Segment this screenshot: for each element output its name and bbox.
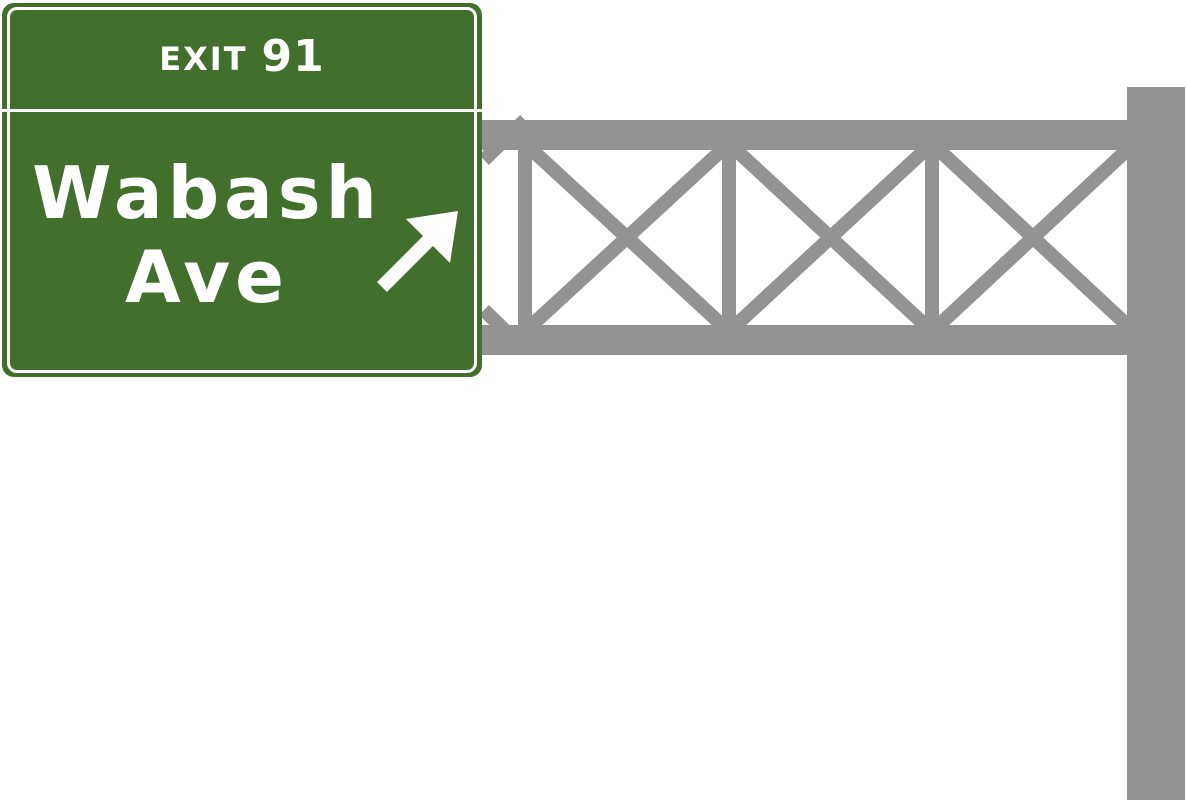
gantry-truss [470, 120, 1135, 355]
arrow-up-right-icon [377, 211, 458, 292]
exit-sign: EXIT 91 Wabash Ave [2, 3, 482, 377]
gantry-cross-bracing [479, 114, 1132, 356]
truss-diagonal [731, 144, 930, 331]
destination-name: Wabash Ave [2, 151, 412, 319]
truss-diagonal [479, 304, 530, 356]
gantry-post [1127, 87, 1185, 800]
sign-divider [2, 109, 482, 112]
truss-vertical [722, 150, 736, 325]
truss-bottom-chord [470, 325, 1135, 355]
exit-label: EXIT [159, 40, 248, 78]
destination-line-2: Ave [125, 235, 289, 319]
truss-diagonal [479, 114, 530, 166]
truss-vertical [925, 150, 939, 325]
truss-vertical [518, 150, 532, 325]
truss-top-chord [470, 120, 1135, 150]
exit-number: 91 [261, 30, 325, 82]
destination-line-1: Wabash [32, 151, 382, 235]
exit-panel: EXIT 91 [2, 3, 482, 109]
truss-diagonal [934, 144, 1132, 331]
sign-border [7, 7, 477, 373]
truss-diagonal [527, 144, 727, 331]
